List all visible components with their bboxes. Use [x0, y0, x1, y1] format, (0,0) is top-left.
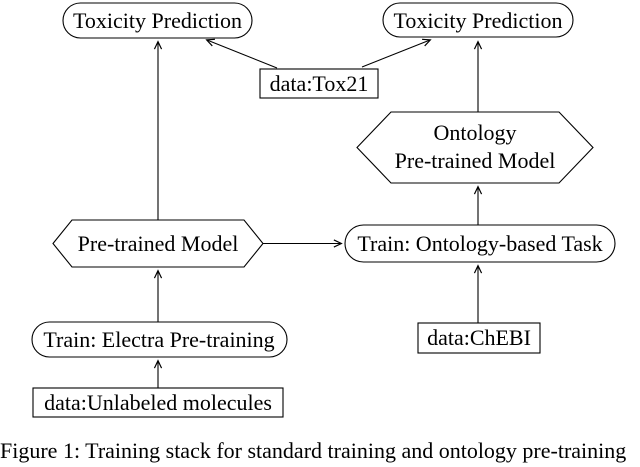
data-chebi-label: data:ChEBI: [427, 325, 531, 350]
train-ontology-task-node: [344, 224, 616, 263]
training-stack-diagram: Toxicity Prediction Toxicity Prediction …: [31, 2, 616, 418]
ontology-pretrained-model-label-line1: Ontology: [433, 120, 516, 145]
arrow-tox21-to-toxicity-left: [205, 38, 278, 69]
data-chebi-node: [417, 322, 541, 354]
toxicity-prediction-left-label: Toxicity Prediction: [73, 8, 242, 33]
data-tox21-node: [259, 68, 379, 99]
data-unlabeled-molecules-node: [32, 387, 284, 418]
pretrained-model-node: [52, 219, 264, 268]
arrow-tox21-to-toxicity-right: [361, 38, 432, 68]
train-ontology-task-label: Train: Ontology-based Task: [357, 231, 602, 256]
train-electra-node: [31, 321, 288, 358]
data-tox21-label: data:Tox21: [270, 71, 369, 96]
toxicity-prediction-left-node: [62, 2, 253, 39]
data-unlabeled-molecules-label: data:Unlabeled molecules: [44, 390, 272, 415]
ontology-pretrained-model-label-line2: Pre-trained Model: [395, 148, 556, 173]
ontology-pretrained-model-node: [356, 111, 594, 184]
figure-caption: Figure 1: Training stack for standard tr…: [0, 438, 627, 463]
train-electra-label: Train: Electra Pre-training: [43, 327, 274, 352]
toxicity-prediction-right-node: [382, 2, 574, 38]
toxicity-prediction-right-label: Toxicity Prediction: [394, 8, 563, 33]
pretrained-model-label: Pre-trained Model: [78, 231, 239, 256]
